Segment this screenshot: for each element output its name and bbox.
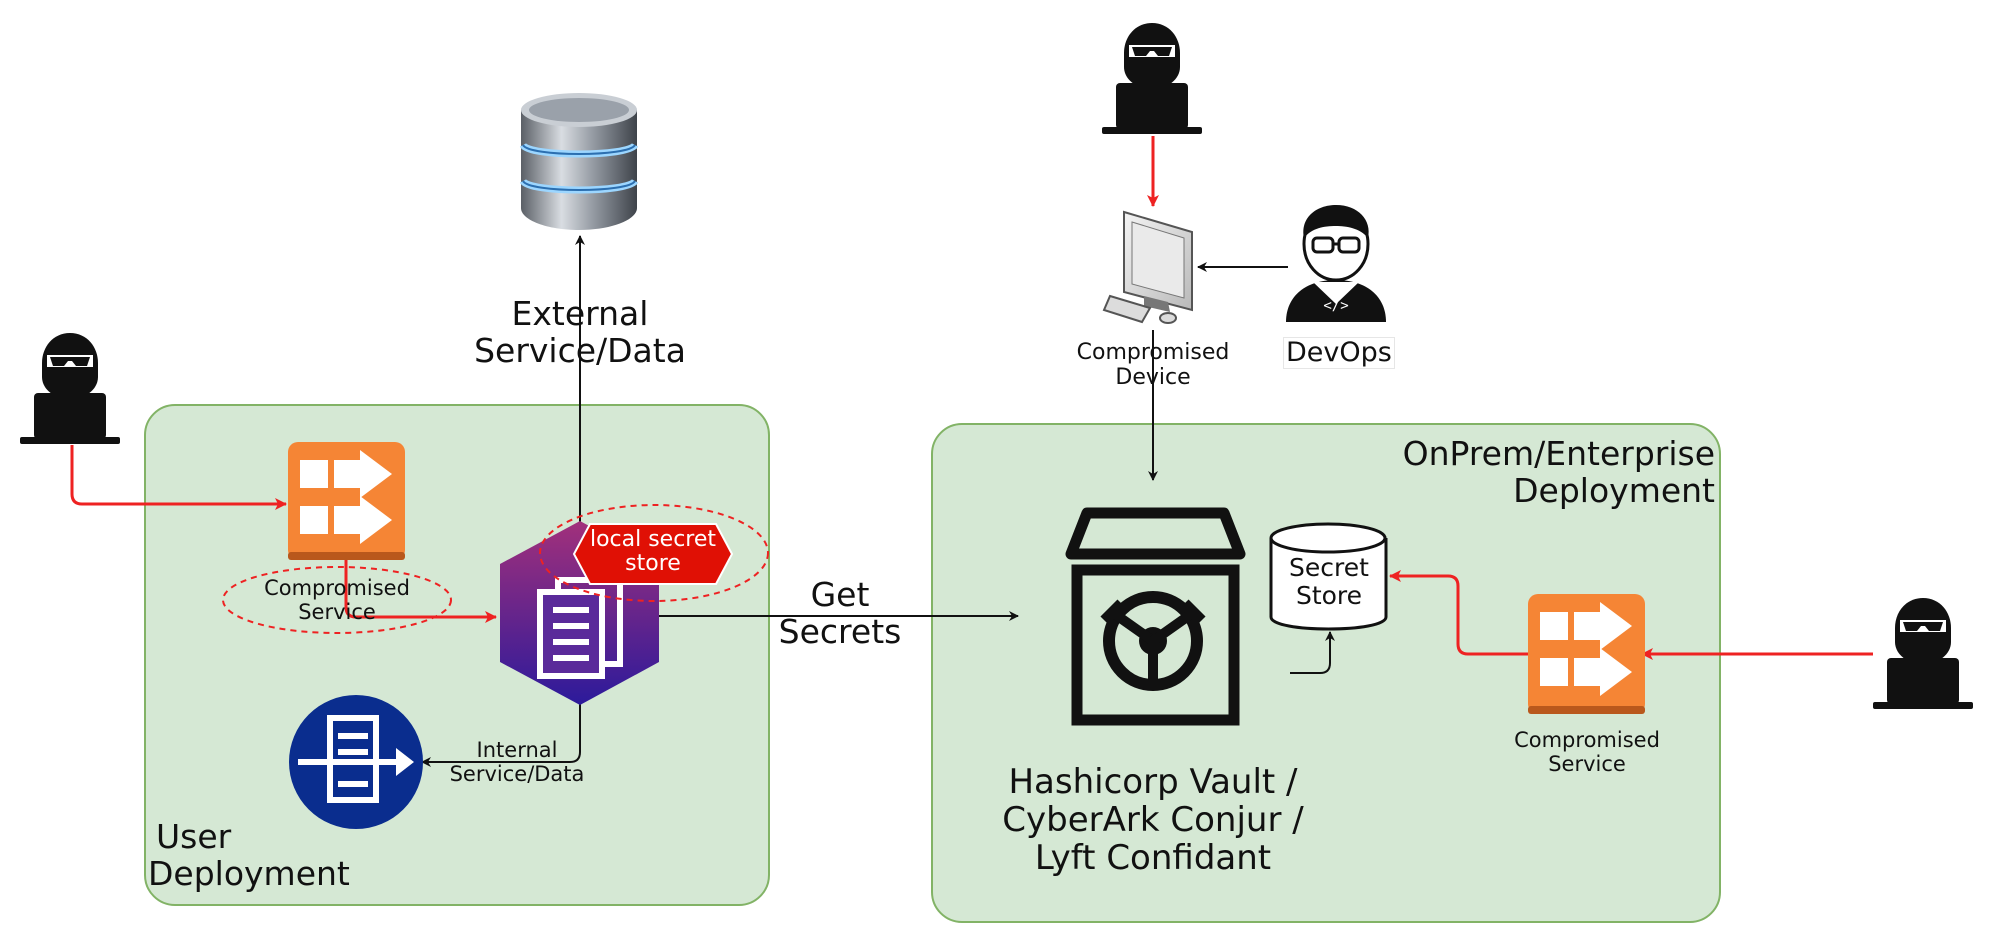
database-icon xyxy=(519,93,639,230)
onprem-deployment-line1: OnPrem/Enterprise xyxy=(1402,434,1715,473)
local-secret-store-line1: local secret xyxy=(589,527,717,552)
compromised-service-right-line2: Service xyxy=(1548,751,1626,776)
vault-products-line3: Lyft Confidant xyxy=(1034,838,1272,879)
local-secret-store-tag xyxy=(572,523,734,585)
local-secret-store-line2: store xyxy=(625,551,681,577)
get-secrets-label: Get Secrets xyxy=(760,575,920,651)
attack-arrow-service-to-secret-store xyxy=(1389,570,1530,656)
computer-icon xyxy=(1102,210,1193,324)
compromised-service-left-line2: Service xyxy=(298,599,376,624)
cylinder-icon xyxy=(1269,522,1388,631)
service-icon xyxy=(1528,594,1645,714)
onprem-deployment-line2: Deployment xyxy=(1513,470,1715,510)
secret-store-label: Secret Store xyxy=(1273,554,1385,610)
internal-service-arrow xyxy=(421,700,581,767)
secret-store-line2: Store xyxy=(1295,581,1363,610)
compromised-service-left-line1: Compromised xyxy=(264,576,410,600)
external-service-line2: Service/Data xyxy=(474,330,686,370)
vault-products-label: Hashicorp Vault / CyberArk Conjur / Lyft… xyxy=(983,763,1323,877)
compromised-device-line1: Compromised xyxy=(1076,340,1230,365)
internal-service-icon xyxy=(289,695,423,829)
hacker-icon xyxy=(1873,598,1973,709)
internal-service-label: Internal Service/Data xyxy=(427,738,607,786)
external-service-label: External Service/Data xyxy=(460,294,700,370)
internal-service-line1: Internal xyxy=(476,738,558,762)
devops-label: DevOps xyxy=(1283,337,1395,370)
compromised-service-label-left: Compromised Service xyxy=(247,576,427,624)
compromised-device-label: Compromised Device xyxy=(1063,340,1243,390)
external-service-line1: External xyxy=(511,294,649,333)
vault-to-secret-store-arrow xyxy=(1290,631,1335,674)
attack-arrow-service-to-hexagon xyxy=(344,560,497,623)
hacker-icon xyxy=(1102,23,1202,134)
compromised-service-label-right: Compromised Service xyxy=(1497,728,1677,776)
vault-icon xyxy=(1065,507,1246,726)
user-deployment-label: User Deployment xyxy=(148,817,350,893)
vault-products-line2: CyberArk Conjur / xyxy=(1002,800,1304,841)
secret-store-line1: Secret xyxy=(1289,553,1369,582)
devops-text: DevOps xyxy=(1283,337,1395,370)
local-secret-store-label: local secret store xyxy=(580,527,726,577)
service-icon xyxy=(288,442,405,560)
user-deployment-line1: User xyxy=(156,817,232,856)
local-secret-store-highlight xyxy=(539,504,769,602)
compromised-service-highlight xyxy=(222,566,452,634)
vault-products-line1: Hashicorp Vault / xyxy=(1008,762,1298,802)
get-secrets-line2: Secrets xyxy=(778,611,902,651)
developer-icon: </> xyxy=(1286,205,1386,322)
hacker-icon xyxy=(20,333,120,444)
compromised-service-right-line1: Compromised xyxy=(1514,728,1660,752)
get-secrets-line1: Get xyxy=(810,575,870,614)
attack-arrow-left xyxy=(70,445,287,510)
compromised-device-line2: Device xyxy=(1115,364,1191,390)
user-deployment-line2: Deployment xyxy=(148,853,350,893)
svg-text:</>: </> xyxy=(1323,298,1348,314)
onprem-deployment-label: OnPrem/Enterprise Deployment xyxy=(1340,434,1715,510)
internal-service-line2: Service/Data xyxy=(449,761,585,786)
